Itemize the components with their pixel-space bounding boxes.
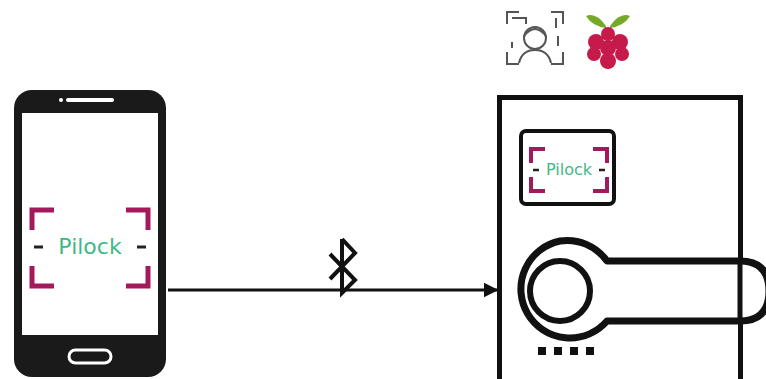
phone-device: Pilock bbox=[12, 88, 168, 379]
raspberry-pi-icon bbox=[586, 15, 630, 69]
door-lock: Pilock bbox=[497, 95, 743, 379]
logo-text: Pilock bbox=[58, 236, 121, 258]
bluetooth-symbol bbox=[330, 239, 355, 293]
logo-text: Pilock bbox=[546, 162, 592, 178]
door-lock-outline bbox=[497, 95, 743, 379]
face-recognition-icon bbox=[507, 12, 563, 64]
bluetooth-link-arrow bbox=[168, 289, 497, 292]
phone-device-outline bbox=[12, 88, 168, 379]
